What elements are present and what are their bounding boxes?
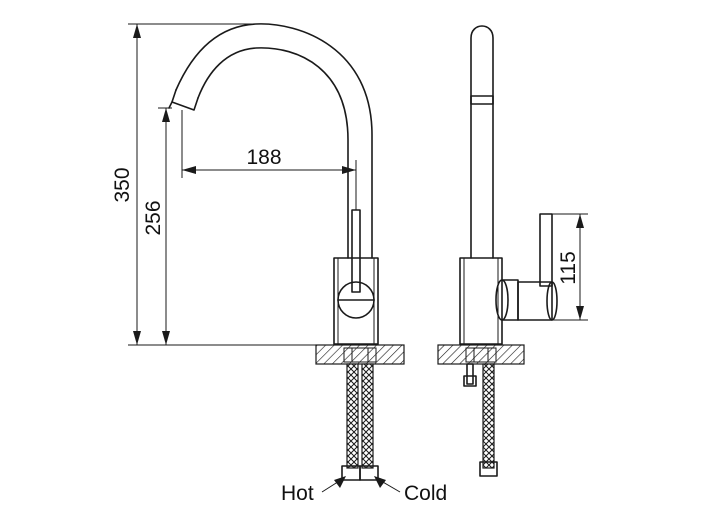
hot-label: Hot xyxy=(281,482,314,505)
side-view xyxy=(437,25,558,477)
side-hose-nut xyxy=(479,461,498,477)
dim-115-label: 115 xyxy=(557,251,580,284)
dim-350-label: 350 xyxy=(111,167,134,202)
dimension-spout-height: 256 xyxy=(142,107,172,345)
side-lever xyxy=(539,213,553,287)
side-mounting-nut xyxy=(465,347,497,363)
front-cold-hose xyxy=(361,363,374,469)
side-supply-hose xyxy=(482,363,495,469)
dimension-total-height: 350 xyxy=(111,23,316,346)
front-spout-inner xyxy=(197,47,349,259)
front-cold-hose-nut xyxy=(359,465,379,481)
side-body xyxy=(459,257,503,345)
hot-callout: Hot xyxy=(281,476,346,505)
cold-callout: Cold xyxy=(374,476,447,505)
dim-256-label: 256 xyxy=(142,200,165,235)
dimension-handle-height: 115 xyxy=(552,213,588,321)
front-lever xyxy=(351,209,361,293)
front-spout-outer xyxy=(175,23,373,259)
side-counter-slab xyxy=(437,344,525,365)
dim-188-label: 188 xyxy=(246,146,281,169)
front-view xyxy=(168,23,405,481)
front-mounting-nut xyxy=(343,347,377,363)
side-threaded-rod xyxy=(466,363,474,385)
front-counter-slab xyxy=(315,344,405,365)
front-body xyxy=(333,257,379,345)
front-spout-tip xyxy=(171,89,199,111)
side-spout xyxy=(470,25,494,259)
dimension-spout-reach: 188 xyxy=(181,110,357,210)
front-hot-hose xyxy=(346,363,359,469)
side-handle-connector xyxy=(501,279,519,321)
side-spout-band xyxy=(470,95,494,105)
cold-label: Cold xyxy=(404,482,447,505)
side-handle xyxy=(517,281,553,321)
